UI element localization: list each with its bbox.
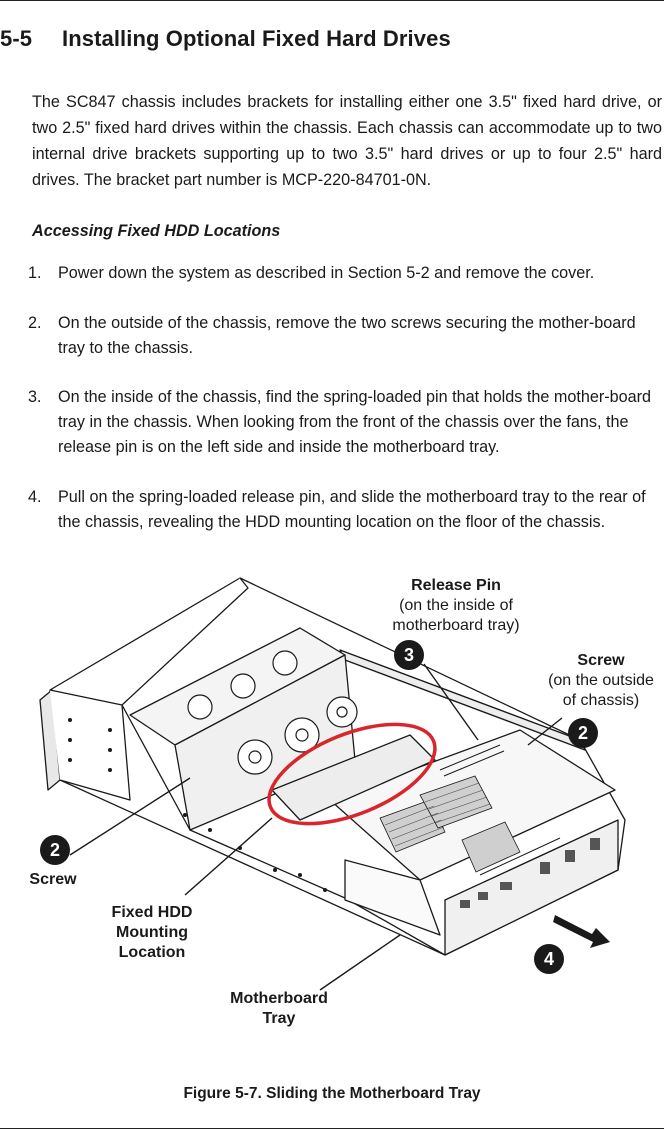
intro-paragraph: The SC847 chassis includes brackets for … bbox=[32, 93, 662, 189]
fixed-hdd-label: Fixed HDD Mounting Location bbox=[92, 903, 212, 963]
chassis-illustration bbox=[39, 577, 626, 991]
screw-right-sub2: of chassis) bbox=[562, 692, 640, 709]
top-rule bbox=[0, 0, 664, 1]
callout-badge-screw-left: 2 bbox=[40, 835, 70, 865]
step-number: 1. bbox=[28, 264, 42, 282]
fixed-hdd-line2: Mounting bbox=[116, 924, 188, 941]
callout-badge-release-pin: 3 bbox=[394, 640, 424, 670]
step-number: 2. bbox=[28, 314, 42, 332]
step-3: 3. On the inside of the chassis, find th… bbox=[28, 385, 662, 460]
section-number: 5-5 bbox=[0, 26, 33, 51]
motherboard-tray-label: Motherboard Tray bbox=[209, 989, 349, 1029]
mb-tray-line1: Motherboard bbox=[230, 990, 328, 1007]
mb-tray-line2: Tray bbox=[262, 1010, 296, 1027]
step-number: 4. bbox=[28, 488, 42, 506]
step-text: On the outside of the chassis, remove th… bbox=[58, 314, 636, 357]
step-number: 3. bbox=[28, 388, 42, 406]
screw-right-label: Screw (on the outside of chassis) bbox=[536, 651, 664, 711]
subheading: Accessing Fixed HDD Locations bbox=[32, 222, 281, 240]
screw-right-title: Screw bbox=[577, 652, 625, 669]
fixed-hdd-line3: Location bbox=[118, 944, 186, 961]
screw-right-sub1: (on the outside bbox=[548, 672, 654, 689]
release-pin-sub2: motherboard tray) bbox=[392, 617, 520, 634]
bottom-rule bbox=[0, 1128, 664, 1129]
fixed-hdd-line1: Fixed HDD bbox=[111, 904, 193, 921]
section-heading: 5-5 Installing Optional Fixed Hard Drives bbox=[0, 26, 451, 52]
step-1: 1. Power down the system as described in… bbox=[28, 261, 662, 286]
step-text: Pull on the spring-loaded release pin, a… bbox=[58, 488, 646, 531]
slide-arrow-icon bbox=[553, 915, 610, 948]
step-text: On the inside of the chassis, find the s… bbox=[58, 388, 652, 456]
release-pin-label: Release Pin (on the inside of motherboar… bbox=[376, 576, 536, 636]
screw-left-label: Screw bbox=[18, 870, 88, 890]
callout-badge-screw-right: 2 bbox=[568, 718, 598, 748]
step-text: Power down the system as described in Se… bbox=[58, 264, 595, 282]
callout-badge-slide: 4 bbox=[534, 944, 564, 974]
section-title: Installing Optional Fixed Hard Drives bbox=[62, 26, 451, 51]
step-4: 4. Pull on the spring-loaded release pin… bbox=[28, 485, 662, 535]
release-pin-title: Release Pin bbox=[411, 577, 501, 594]
screw-left-title: Screw bbox=[29, 871, 77, 888]
hdd-highlight-ellipse bbox=[267, 722, 437, 826]
step-2: 2. On the outside of the chassis, remove… bbox=[28, 311, 662, 361]
release-pin-sub1: (on the inside of bbox=[399, 597, 513, 614]
figure-caption: Figure 5-7. Sliding the Motherboard Tray bbox=[183, 1085, 481, 1102]
